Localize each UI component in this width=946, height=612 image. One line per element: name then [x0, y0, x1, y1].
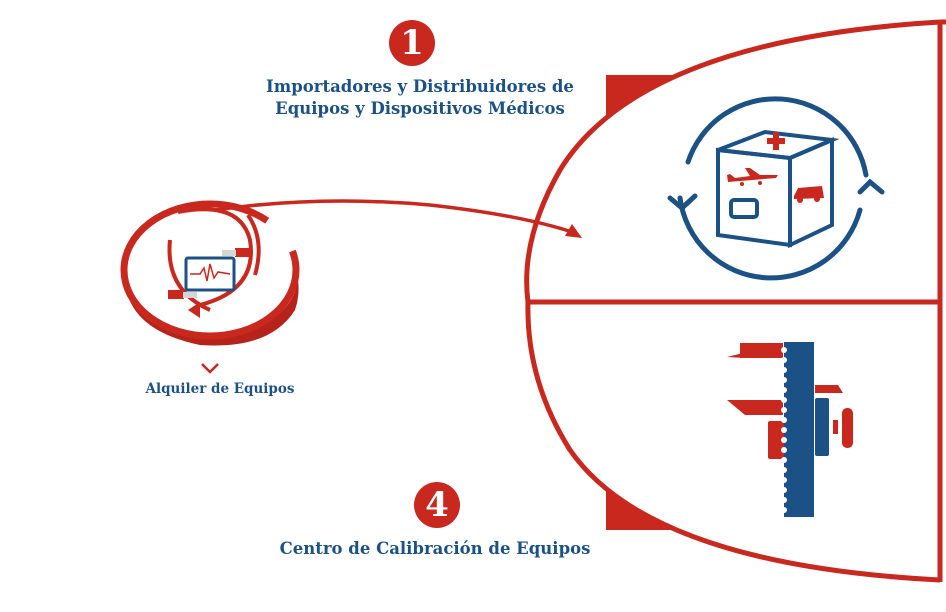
service-panel-outline [524, 19, 946, 583]
curved-arrow-icon [214, 199, 582, 238]
caliper-calibration-icon [727, 342, 853, 517]
delivery-van-icon [794, 186, 824, 203]
step-title-line: Importadores y Distribuidores de [266, 77, 574, 96]
step-number-badge: 1 [389, 20, 435, 66]
corner-block-top [606, 75, 700, 135]
step-title-calibration: Centro de Calibración de Equipos [279, 539, 591, 558]
airplane-icon [727, 168, 778, 186]
rental-label: Alquiler de Equipos [145, 381, 295, 397]
step-number-badge: 4 [414, 482, 460, 528]
chevron-down-icon [201, 363, 219, 374]
monitor-rental-cycle-icon [120, 200, 300, 346]
step-title-line: Equipos y Dispositivos Médicos [275, 99, 565, 118]
corner-block-bottom [606, 468, 700, 530]
step-number: 1 [400, 23, 424, 63]
step-title-importers: Importadores y Distribuidores de Equipos… [230, 76, 610, 120]
medical-cross-icon [767, 132, 785, 150]
medical-box-shipping-cycle-icon [667, 96, 885, 281]
step-number: 4 [425, 485, 449, 525]
